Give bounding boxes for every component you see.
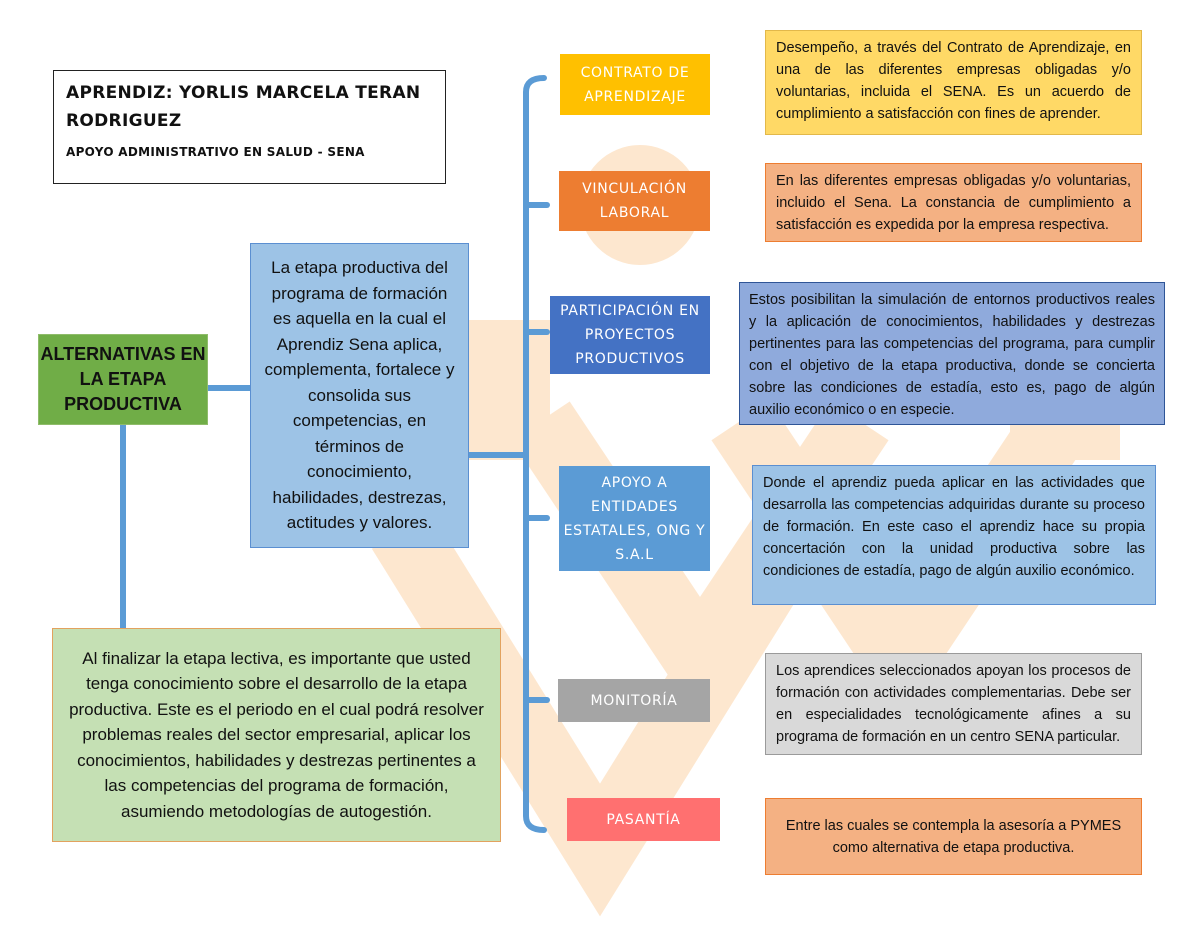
description-proyectos: Estos posibilitan la simulación de entor… <box>739 282 1165 425</box>
alternative-contrato: CONTRATO DE APRENDIZAJE <box>560 54 710 115</box>
central-node-label: ALTERNATIVAS EN LA ETAPA PRODUCTIVA <box>40 344 206 414</box>
definition-text: La etapa productiva del programa de form… <box>264 258 455 533</box>
description-contrato: Desempeño, a través del Contrato de Apre… <box>765 30 1142 135</box>
intro-box: Al finalizar la etapa lectiva, es import… <box>52 628 501 842</box>
alternative-monitoria: MONITORÍA <box>558 679 710 722</box>
student-name: APRENDIZ: YORLIS MARCELA TERAN RODRIGUEZ <box>66 83 421 131</box>
student-header: APRENDIZ: YORLIS MARCELA TERAN RODRIGUEZ… <box>53 70 446 184</box>
alternative-vinculacion: VINCULACIÓN LABORAL <box>559 171 710 231</box>
central-node: ALTERNATIVAS EN LA ETAPA PRODUCTIVA <box>38 334 208 425</box>
description-pasantia: Entre las cuales se contempla la asesorí… <box>765 798 1142 875</box>
alternative-apoyo-entidades: APOYO A ENTIDADES ESTATALES, ONG Y S.A.L <box>559 466 710 571</box>
description-apoyo-entidades: Donde el aprendiz pueda aplicar en las a… <box>752 465 1156 605</box>
intro-text: Al finalizar la etapa lectiva, es import… <box>69 648 484 821</box>
alternative-proyectos: PARTICIPACIÓN EN PROYECTOS PRODUCTIVOS <box>550 296 710 374</box>
description-pasantia-text: Entre las cuales se contempla la asesorí… <box>785 817 1122 856</box>
definition-box: La etapa productiva del programa de form… <box>250 243 469 548</box>
description-vinculacion: En las diferentes empresas obligadas y/o… <box>765 163 1142 242</box>
alternative-pasantia: PASANTÍA <box>567 798 720 841</box>
description-monitoria: Los aprendices seleccionados apoyan los … <box>765 653 1142 755</box>
program-name: APOYO ADMINISTRATIVO EN SALUD - SENA <box>66 145 365 159</box>
